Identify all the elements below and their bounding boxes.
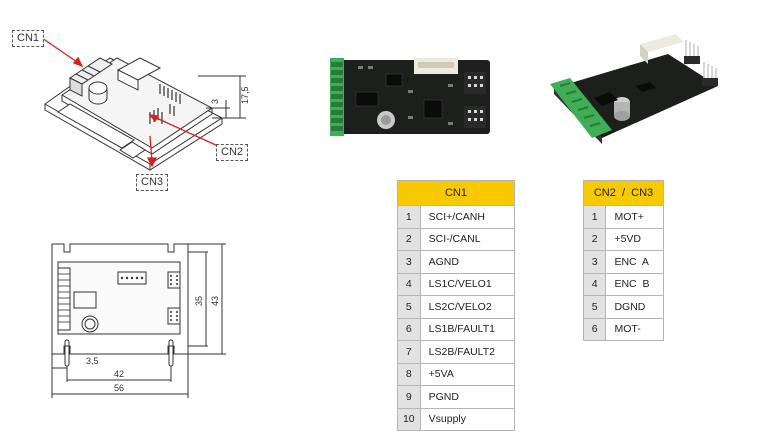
dim-outer-height: 43: [210, 296, 220, 306]
pin-number: 6: [582, 317, 607, 341]
pin-number: 5: [582, 295, 607, 319]
pin-number: 1: [582, 205, 607, 229]
table-row: 2 SCI-/CANL: [397, 227, 516, 251]
pin-signal: LS1B/FAULT1: [419, 317, 516, 341]
table-row: 6 LS1B/FAULT1: [397, 317, 516, 341]
table-row: 5 LS2C/VELO2: [397, 295, 516, 319]
pin-signal: Vsupply: [419, 407, 516, 431]
pin-signal: MOT+: [605, 205, 664, 229]
cn1-table-header: CN1: [397, 180, 515, 206]
table-row: 10 Vsupply: [397, 407, 516, 431]
pin-signal: +5VD: [605, 227, 664, 251]
pin-number: 6: [397, 317, 421, 341]
pin-signal: SCI-/CANL: [419, 227, 516, 251]
dim-hole-offset: 3,5: [86, 356, 99, 366]
dim-height-board: 3: [210, 99, 220, 104]
callout-cn3: CN3: [136, 174, 169, 191]
pin-signal: LS2C/VELO2: [419, 295, 516, 319]
dim-height-total: 17,5: [240, 86, 250, 104]
pin-signal: ENC A: [605, 250, 664, 274]
pin-number: 5: [397, 295, 421, 319]
pin-signal: LS2B/FAULT2: [419, 340, 516, 364]
dim-hole-spacing: 42: [114, 369, 124, 379]
dim-total-width: 56: [114, 383, 124, 393]
table-row: 6 MOT-: [582, 317, 664, 341]
pin-number: 3: [397, 250, 421, 274]
board-photo-top: [328, 50, 494, 140]
table-row: 3 ENC A: [582, 250, 664, 274]
callout-cn1: CN1: [12, 30, 45, 47]
pin-number: 2: [397, 227, 421, 251]
pin-signal: ENC B: [605, 272, 664, 296]
top-view-drawing: 35 43 3,5 42 56: [51, 243, 226, 398]
pin-number: 3: [582, 250, 607, 274]
pin-number: 4: [397, 272, 421, 296]
table-row: 3 AGND: [397, 250, 516, 274]
pin-number: 4: [582, 272, 607, 296]
table-row: 8 +5VA: [397, 362, 516, 386]
table-row: 1 SCI+/CANH: [397, 205, 516, 229]
table-row: 5 DGND: [582, 295, 664, 319]
pin-number: 9: [397, 385, 421, 409]
pin-signal: LS1C/VELO1: [419, 272, 516, 296]
board-photo-angled: [540, 26, 730, 146]
callout-cn2: CN2: [216, 144, 249, 161]
dim-inner-height: 35: [194, 296, 204, 306]
pin-signal: DGND: [605, 295, 664, 319]
table-row: 2 +5VD: [582, 227, 664, 251]
pin-number: 8: [397, 362, 421, 386]
cn23-table-header: CN2 / CN3: [583, 180, 664, 206]
table-row: 7 LS2B/FAULT2: [397, 340, 516, 364]
pin-signal: MOT-: [605, 317, 664, 341]
cn2-cn3-pinout-table: CN2 / CN3 1 MOT+ 2 +5VD 3 ENC A 4 ENC B …: [582, 180, 664, 341]
table-row: 1 MOT+: [582, 205, 664, 229]
pin-signal: SCI+/CANH: [419, 205, 516, 229]
pin-number: 1: [397, 205, 421, 229]
pin-signal: PGND: [419, 385, 516, 409]
pin-number: 10: [397, 407, 421, 431]
pin-number: 7: [397, 340, 421, 364]
pin-signal: +5VA: [419, 362, 516, 386]
table-row: 4 ENC B: [582, 272, 664, 296]
table-row: 9 PGND: [397, 385, 516, 409]
isometric-board-drawing: 17,5 3: [41, 37, 250, 171]
pin-number: 2: [582, 227, 607, 251]
cn1-pinout-table: CN1 1 SCI+/CANH 2 SCI-/CANL 3 AGND 4 LS1…: [397, 180, 516, 431]
table-row: 4 LS1C/VELO1: [397, 272, 516, 296]
pin-signal: AGND: [419, 250, 516, 274]
